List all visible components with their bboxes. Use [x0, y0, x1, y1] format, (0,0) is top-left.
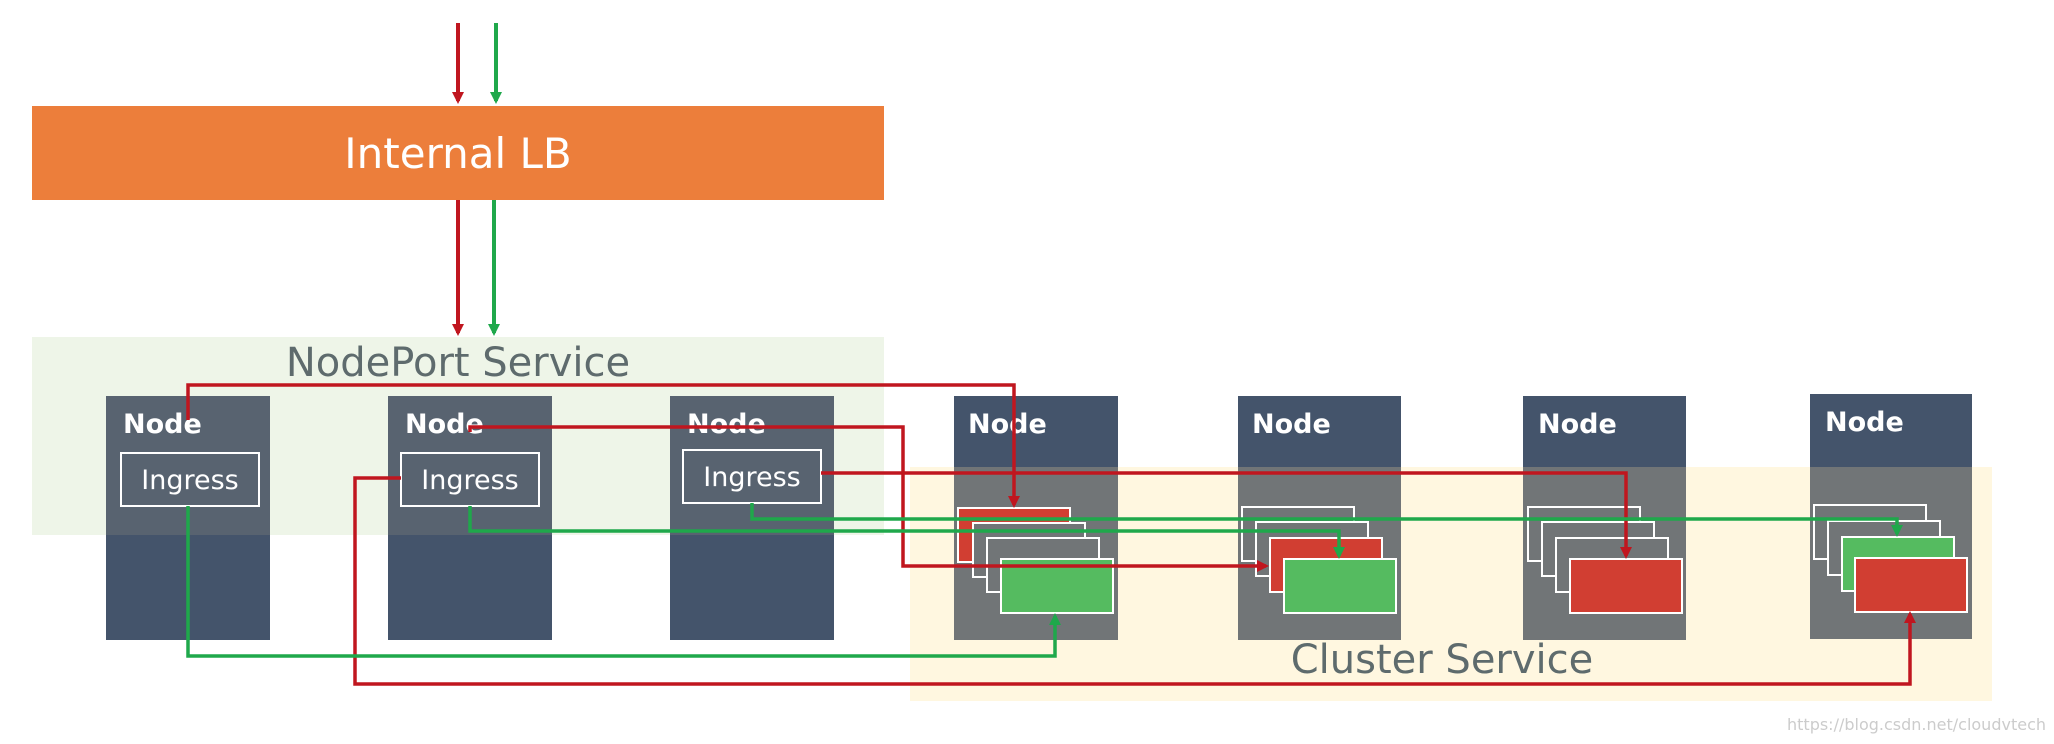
node-label: Node — [1252, 409, 1331, 440]
internal-lb-label: Internal LB — [344, 129, 571, 178]
route-red-2 — [468, 425, 1269, 572]
cluster-service-label: Cluster Service — [1291, 637, 1594, 683]
node-label: Node — [1825, 407, 1904, 438]
pod-red — [1854, 557, 1968, 613]
route-red-4 — [821, 471, 1632, 559]
route-green-3 — [750, 503, 1903, 537]
node-label: Node — [968, 409, 1047, 440]
pod-red — [1569, 558, 1683, 614]
ingress-box — [120, 452, 260, 507]
ingress-label: Ingress — [421, 465, 518, 496]
internal-lb-bar — [32, 106, 884, 200]
node-7: Node — [1810, 394, 1972, 639]
route-green-2 — [468, 506, 1345, 559]
node-label: Node — [405, 409, 484, 440]
route-red-3 — [353, 476, 1916, 686]
node-label: Node — [123, 409, 202, 440]
node-2: Node Ingress — [388, 396, 552, 640]
nodeport-service-label: NodePort Service — [286, 340, 630, 386]
route-green-1 — [186, 506, 1061, 658]
route-red-1 — [186, 383, 1020, 508]
node-label: Node — [1538, 409, 1617, 440]
node-label: Node — [687, 409, 766, 440]
traffic-routes — [186, 383, 1916, 686]
ingress-label: Ingress — [703, 462, 800, 493]
watermark: https://blog.csdn.net/cloudvtech — [1787, 715, 2046, 734]
pod-green — [1283, 558, 1397, 614]
ingress-label: Ingress — [141, 465, 238, 496]
